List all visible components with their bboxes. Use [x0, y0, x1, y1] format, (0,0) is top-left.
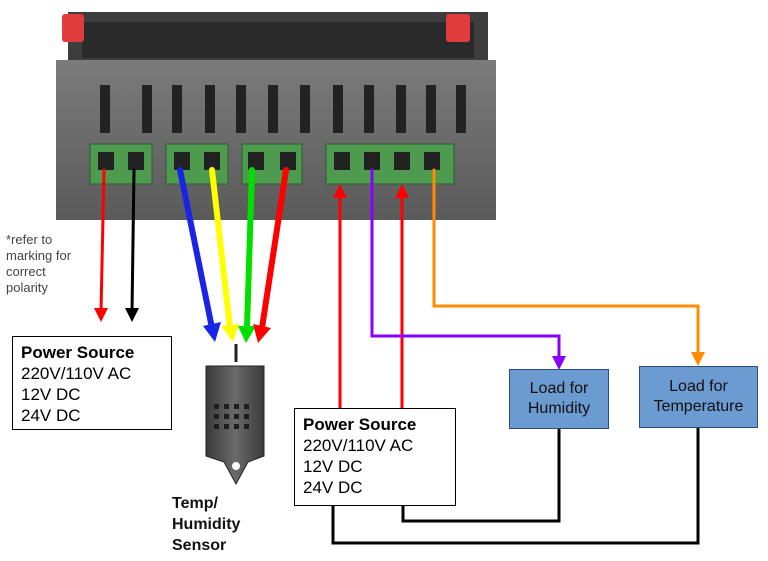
wires [94, 167, 705, 545]
arrow-orange-temperature [691, 352, 705, 366]
vent-slots [100, 85, 466, 133]
arrow-black-power-left [125, 308, 139, 322]
load-humidity-line: Load for [529, 380, 589, 397]
sensor-icon [205, 344, 265, 486]
load-temperature-line: Load for [669, 378, 728, 395]
wire-purple-humidity [370, 168, 561, 362]
power-source-option: 12V DC [303, 457, 363, 476]
controller-screen-bezel [82, 22, 474, 58]
wire-black-power-left [130, 168, 136, 314]
sensor-label-line: Humidity [172, 516, 241, 533]
power-source-option: 220V/110V AC [303, 436, 414, 455]
wire-blue-sensor [177, 167, 215, 331]
polarity-note-line: marking for [6, 248, 72, 263]
arrow-red-power-left [94, 308, 108, 322]
power-source-box-left: Power Source 220V/110V AC 12V DC 24V DC [12, 336, 172, 430]
power-source-option: 12V DC [21, 385, 81, 404]
power-source-title: Power Source [21, 343, 135, 362]
polarity-note-line: correct [6, 264, 46, 279]
wire-green-sensor [244, 167, 255, 331]
wire-red-power-left [99, 168, 106, 314]
wire-black-humidity-return [401, 428, 561, 523]
wire-black-temperature-return [331, 426, 700, 545]
arrow-blue-sensor [203, 322, 221, 342]
sensor-label-line: Sensor [172, 537, 227, 554]
load-temperature-box: Load for Temperature [639, 366, 758, 428]
power-source-option: 220V/110V AC [21, 364, 132, 383]
power-source-title: Power Source [303, 415, 417, 434]
polarity-note-line: *refer to [6, 232, 53, 247]
arrow-yellow-sensor [221, 324, 239, 342]
power-source-option: 24V DC [303, 478, 363, 497]
wire-red-sensor [259, 167, 289, 331]
power-source-box-center: Power Source 220V/110V AC 12V DC 24V DC [294, 408, 456, 506]
arrow-red-sensor [253, 324, 271, 343]
load-temperature-line: Temperature [653, 398, 744, 415]
arrow-purple-humidity [552, 356, 566, 370]
sensor-label-line: Temp/ [172, 495, 218, 512]
load-humidity-line: Humidity [527, 400, 591, 417]
power-source-option: 24V DC [21, 406, 81, 425]
load-humidity-box: Load for Humidity [509, 369, 609, 429]
arrow-green-sensor [238, 326, 256, 343]
right-clip [446, 14, 470, 42]
left-clip [62, 14, 84, 42]
wire-orange-temperature [432, 168, 700, 358]
polarity-note: *refer to marking for correct polarity [6, 232, 71, 296]
wire-yellow-sensor [209, 167, 233, 331]
controller-body [56, 60, 496, 220]
arrow-red-power-center-1 [333, 184, 347, 198]
controller-device [56, 12, 496, 220]
terminal-block [89, 143, 455, 185]
sensor-label: Temp/ Humidity Sensor [172, 493, 240, 556]
polarity-note-line: polarity [6, 280, 48, 295]
arrow-red-power-center-2 [395, 184, 409, 198]
